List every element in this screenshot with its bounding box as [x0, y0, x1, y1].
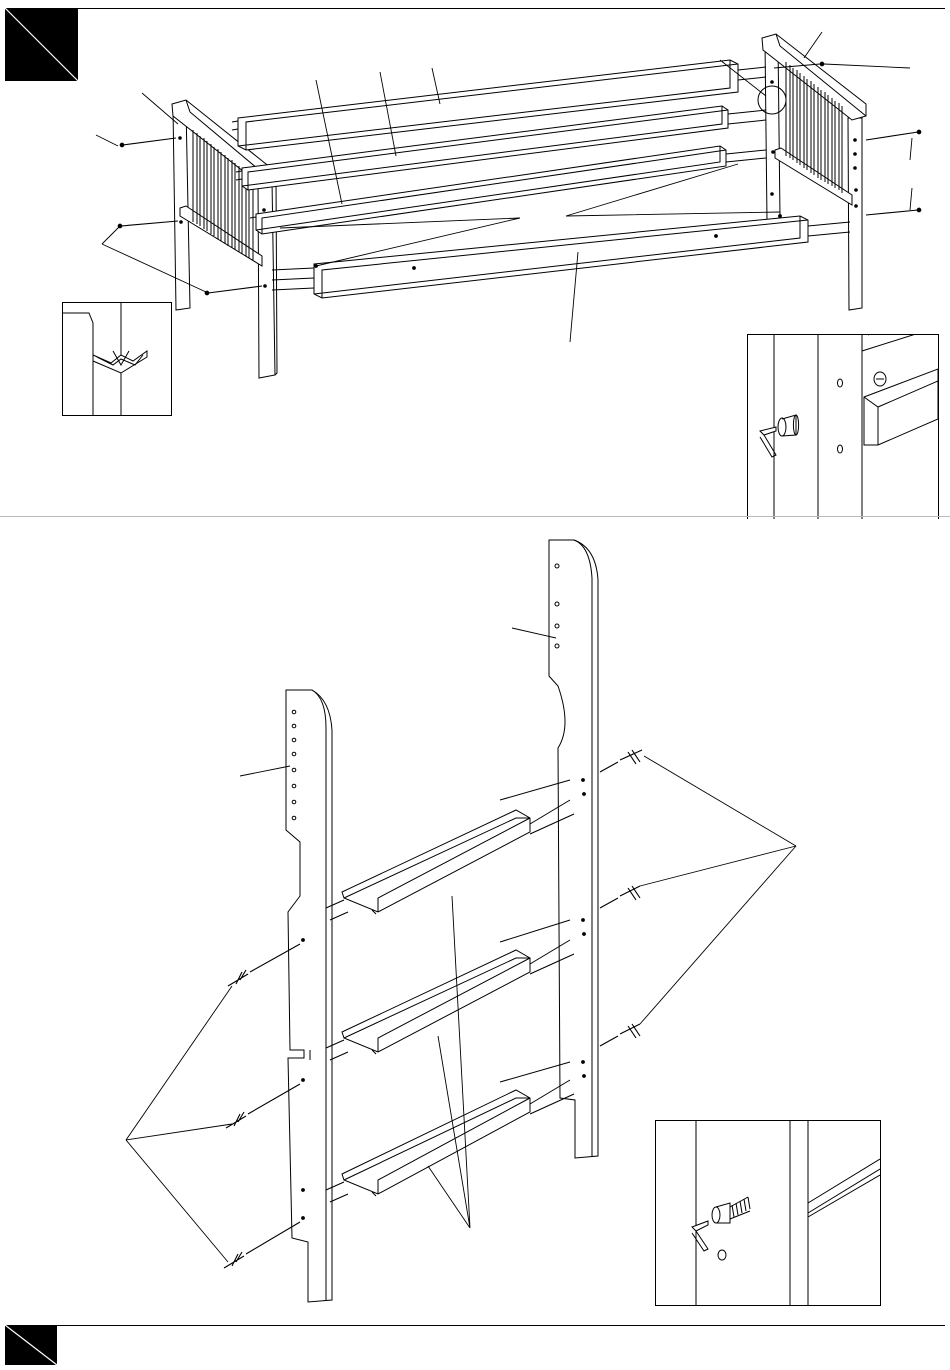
ladder-rungs: [326, 780, 574, 1202]
bolt-allen-key-detail-inset-bottom: [655, 1120, 881, 1306]
corner-bracket-detail-inset: [62, 302, 172, 416]
section-divider: [0, 516, 950, 517]
ladder-right-upright: [549, 540, 598, 1158]
bolt-and-allen-key-icon: [748, 335, 938, 519]
corner-bracket-icon: [63, 303, 171, 415]
ladder-left-upright: [286, 690, 332, 1302]
ladder-figure: [0, 520, 950, 1320]
bolt-and-allen-key-icon: [656, 1121, 880, 1305]
page-marker-icon: [5, 1325, 57, 1365]
right-end-panel: [758, 34, 866, 310]
bolt-allen-key-detail-inset-top: [747, 334, 939, 519]
page-marker-diagonal-icon: [5, 1325, 57, 1365]
bed-frame-figure: [0, 0, 950, 520]
bottom-border-line: [5, 1325, 945, 1326]
back-rails: [232, 60, 766, 234]
